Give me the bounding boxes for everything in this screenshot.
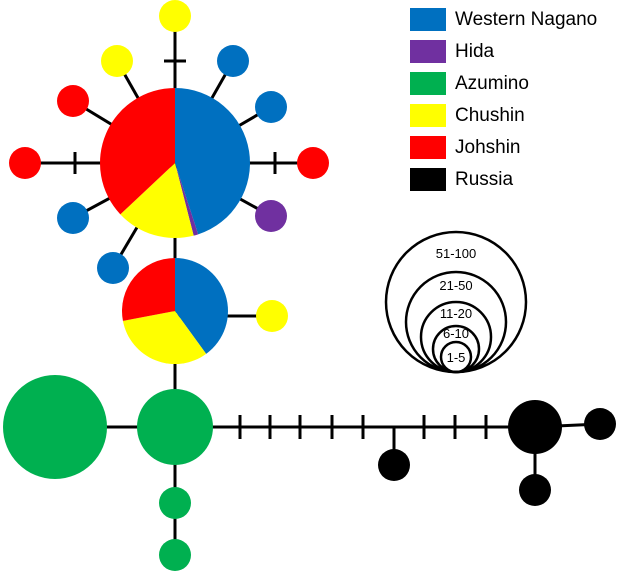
node-western-nagano — [97, 252, 129, 284]
legend-label: Azumino — [455, 72, 529, 94]
scale-label: 21-50 — [439, 278, 472, 293]
node-azumino — [159, 487, 191, 519]
legend-label: Russia — [455, 168, 514, 190]
legend-swatch — [410, 104, 446, 127]
node-chushin — [256, 300, 288, 332]
node-chushin — [101, 45, 133, 77]
node-azumino-large — [3, 375, 107, 479]
legend-item: Russia — [410, 164, 615, 195]
node-russia — [584, 408, 616, 440]
scale-circle-1-5 — [439, 340, 473, 374]
legend-swatch — [410, 136, 446, 159]
legend-item: Azumino — [410, 68, 615, 99]
legend-label: Chushin — [455, 104, 525, 126]
pie-slice-chushin — [122, 311, 207, 364]
node-pie-top-main — [99, 88, 251, 238]
legend-item: Western Nagano — [410, 4, 615, 35]
node-azumino — [159, 539, 191, 571]
haplotype-nodes — [3, 0, 616, 571]
scale-label: 6-10 — [443, 326, 469, 341]
node-russia-large — [508, 400, 562, 454]
pie-slice-hida — [175, 163, 199, 236]
legend-swatch — [410, 40, 446, 63]
node-johshin — [297, 147, 329, 179]
legend-item: Hida — [410, 36, 615, 67]
legend-item: Chushin — [410, 100, 615, 131]
legend: Western Nagano Hida Azumino Chushin Johs… — [410, 4, 615, 196]
node-size-scale — [384, 230, 528, 374]
legend-label: Johshin — [455, 136, 521, 158]
node-western-nagano — [57, 202, 89, 234]
legend-swatch — [410, 72, 446, 95]
node-johshin — [57, 85, 89, 117]
node-chushin — [159, 0, 191, 32]
legend-item: Johshin — [410, 132, 615, 163]
scale-label: 11-20 — [440, 306, 472, 321]
node-johshin — [9, 147, 41, 179]
size-scale-labels: 51-100 21-50 11-20 6-10 1-5 — [436, 246, 476, 365]
node-azumino — [137, 389, 213, 465]
node-russia — [378, 449, 410, 481]
legend-label: Hida — [455, 40, 495, 62]
mutation-ticks — [73, 59, 488, 439]
pie-slice-western-nagano — [175, 88, 251, 235]
node-western-nagano — [217, 45, 249, 77]
pie-slice-chushin — [120, 163, 194, 238]
pie-slice-western-nagano — [175, 258, 228, 354]
legend-label: Western Nagano — [455, 8, 598, 30]
scale-label: 51-100 — [436, 246, 476, 261]
node-hida — [255, 200, 287, 232]
node-pie-mid-mixed — [122, 258, 228, 364]
legend-swatch — [410, 168, 446, 191]
node-western-nagano — [255, 91, 287, 123]
pie-slice-johshin — [122, 258, 175, 321]
pie-slice-johshin — [99, 88, 175, 215]
scale-label: 1-5 — [447, 350, 466, 365]
node-russia — [519, 474, 551, 506]
legend-swatch — [410, 8, 446, 31]
